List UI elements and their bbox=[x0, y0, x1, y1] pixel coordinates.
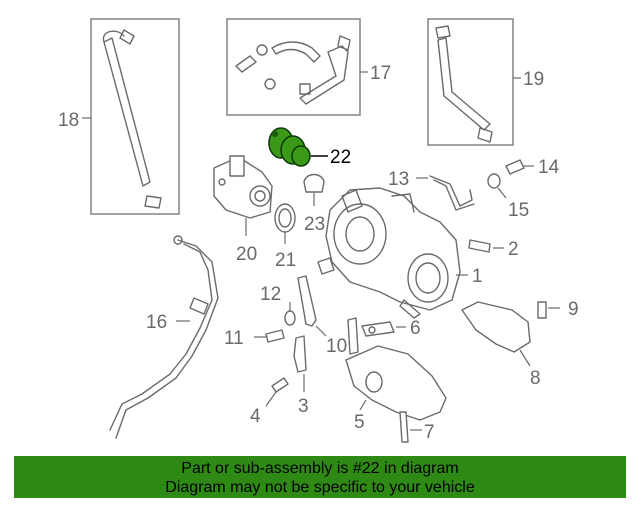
callout-20: 20 bbox=[236, 244, 257, 265]
part-2 bbox=[468, 239, 504, 253]
callout-17: 17 bbox=[370, 63, 391, 84]
callout-4: 4 bbox=[250, 406, 261, 427]
part-16 bbox=[109, 235, 219, 439]
callout-23: 23 bbox=[304, 214, 325, 235]
part-23 bbox=[303, 173, 325, 206]
callout-14: 14 bbox=[538, 157, 560, 178]
callout-10: 10 bbox=[326, 336, 347, 357]
callout-12: 12 bbox=[260, 284, 281, 305]
part-5 bbox=[345, 317, 447, 421]
callout-7: 7 bbox=[424, 422, 435, 443]
part-1-turbocharger bbox=[317, 187, 468, 319]
callout-13: 13 bbox=[388, 169, 409, 190]
part-4 bbox=[265, 377, 289, 407]
part-3 bbox=[293, 335, 307, 392]
callout-15: 15 bbox=[508, 200, 529, 221]
callout-21: 21 bbox=[275, 250, 296, 271]
part-7 bbox=[399, 411, 422, 443]
part-10 bbox=[297, 275, 327, 337]
part-14 bbox=[505, 159, 534, 175]
callout-16: 16 bbox=[146, 312, 167, 333]
part-11 bbox=[254, 329, 285, 343]
callout-19: 19 bbox=[523, 69, 544, 90]
callout-3: 3 bbox=[298, 396, 309, 417]
callout-8: 8 bbox=[530, 368, 541, 389]
part-13 bbox=[416, 175, 475, 211]
callout-5: 5 bbox=[354, 412, 365, 433]
callout-9: 9 bbox=[568, 299, 579, 320]
callout-6: 6 bbox=[410, 318, 421, 339]
box-18 bbox=[82, 18, 180, 215]
box-17 bbox=[226, 18, 368, 116]
part-20 bbox=[213, 155, 273, 236]
callout-1: 1 bbox=[472, 266, 483, 287]
part-6 bbox=[361, 321, 406, 337]
part-9 bbox=[537, 301, 560, 319]
callout-22: 22 bbox=[330, 147, 351, 168]
banner-line-1: Part or sub-assembly is #22 in diagram bbox=[181, 460, 459, 477]
callout-11: 11 bbox=[224, 328, 244, 349]
part-22-highlighted bbox=[268, 127, 328, 167]
banner-line-2: Diagram may not be specific to your vehi… bbox=[165, 479, 475, 496]
part-8 bbox=[461, 301, 531, 367]
box-19 bbox=[427, 18, 521, 146]
part-12 bbox=[284, 302, 296, 326]
part-21 bbox=[274, 203, 296, 244]
part-15 bbox=[487, 173, 507, 199]
part-notice-banner: Part or sub-assembly is #22 in diagram D… bbox=[14, 456, 626, 498]
callout-18: 18 bbox=[58, 110, 79, 131]
callout-2: 2 bbox=[508, 239, 519, 260]
